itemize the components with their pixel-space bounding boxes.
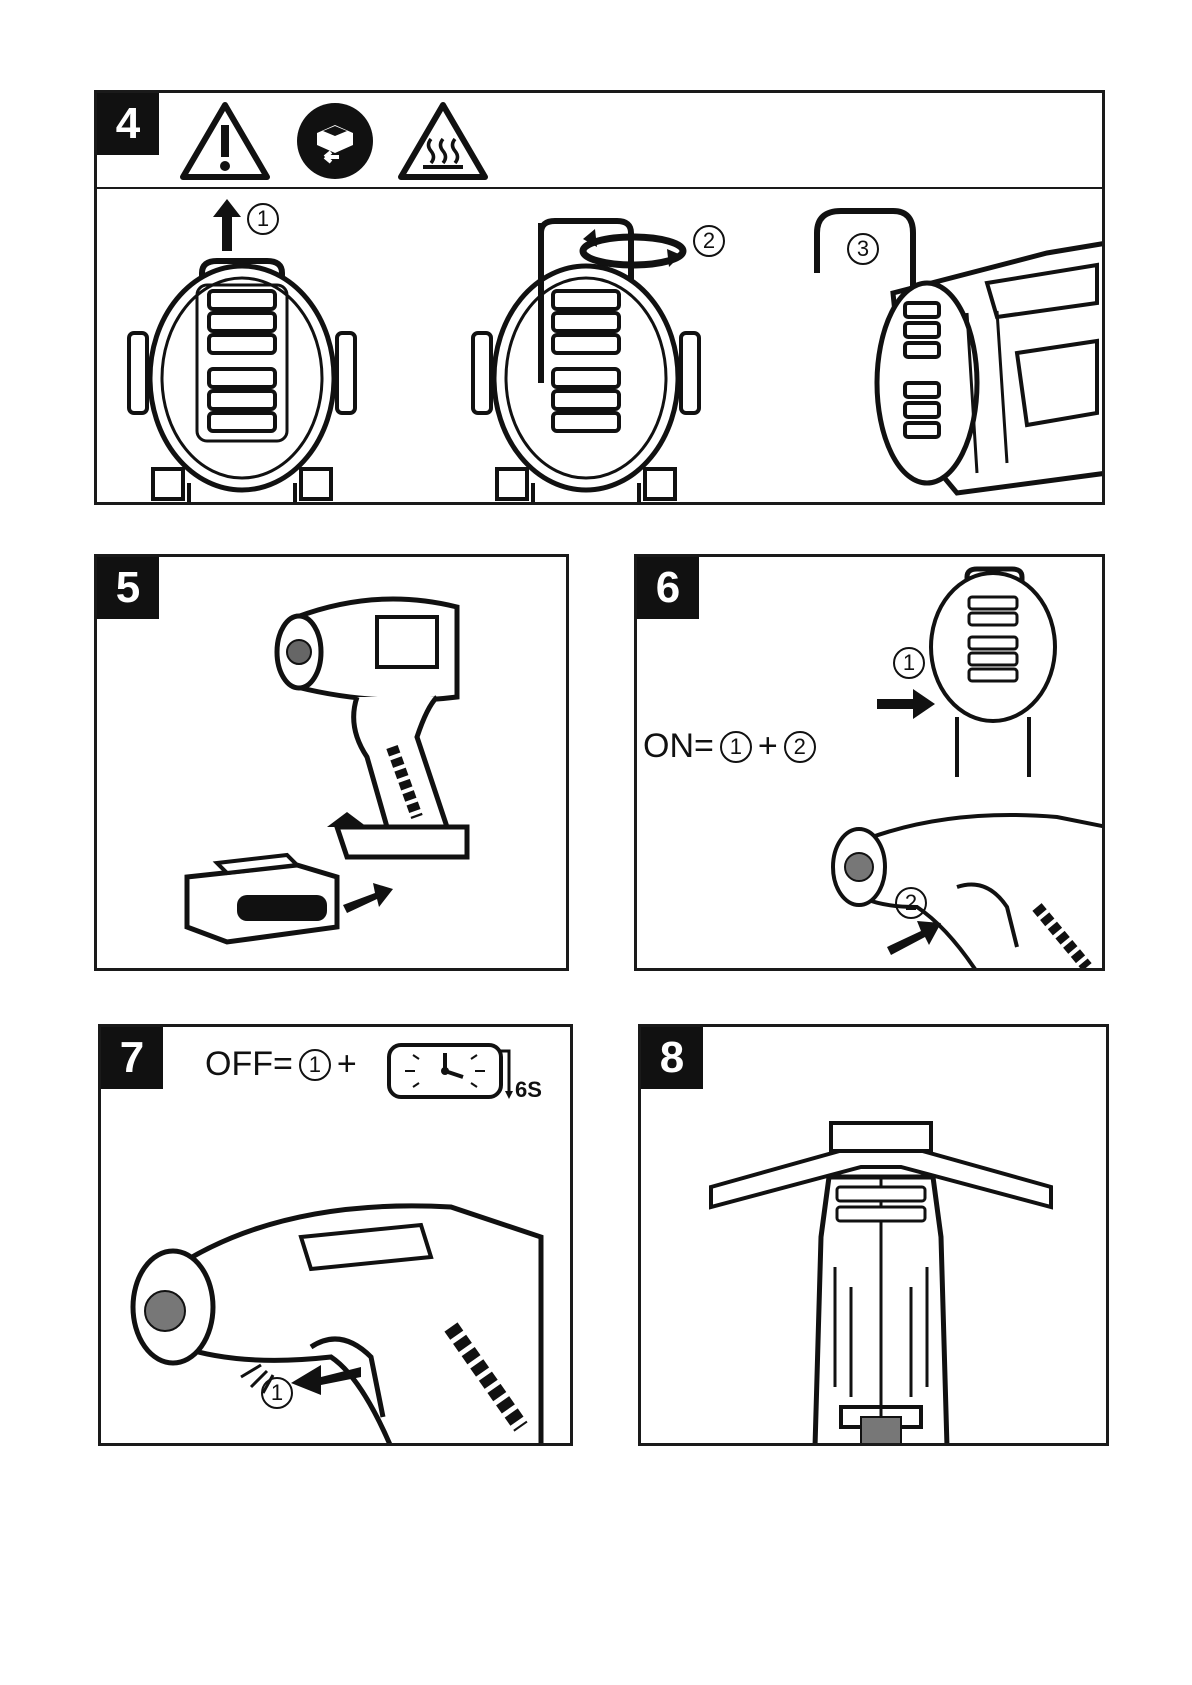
panel-number: 8 [641, 1027, 703, 1089]
step-marker-1: 1 [247, 203, 279, 235]
up-arrow-icon [213, 199, 241, 251]
panel-number: 6 [637, 557, 699, 619]
panel-5: 5 [94, 554, 569, 971]
heat-gun-front-view [917, 567, 1067, 777]
heat-gun-hook-hanging [797, 193, 1105, 503]
panel-number: 7 [101, 1027, 163, 1089]
heat-gun-front-view-hook-rotate [471, 203, 691, 503]
panel-7: 7 OFF= 1 + 6S 1 [98, 1024, 573, 1446]
clock-icon [385, 1037, 515, 1101]
off-formula: OFF= 1 + [205, 1045, 357, 1084]
panel-4: 4 1 [94, 90, 1105, 505]
panel-6: 6 ON= 1 + 2 1 2 [634, 554, 1105, 971]
step-marker-1: 1 [261, 1377, 293, 1409]
heat-gun-body [267, 587, 497, 877]
remove-battery-icon [295, 101, 375, 181]
heat-gun-trigger-closeup [121, 1177, 561, 1446]
trigger-arrow-icon [887, 917, 943, 957]
step-marker-2: 2 [895, 887, 927, 919]
battery-pack [177, 847, 347, 947]
step-marker-1: 1 [893, 647, 925, 679]
heat-gun-trigger-view [817, 787, 1105, 971]
warning-icon [179, 101, 271, 181]
insert-arrow-icon [343, 879, 393, 915]
step-marker-3: 3 [847, 233, 879, 265]
on-formula: ON= 1 + 2 [643, 727, 816, 766]
step-marker-1: 1 [299, 1049, 331, 1081]
header-divider [97, 187, 1102, 189]
release-arrow-icon [291, 1357, 361, 1397]
hot-surface-icon [397, 101, 489, 181]
panel-8: 8 [638, 1024, 1109, 1446]
step-marker-1: 1 [720, 731, 752, 763]
panel-number: 5 [97, 557, 159, 619]
lock-button-arrow-icon [877, 687, 937, 721]
duration-label: 6S [515, 1077, 542, 1103]
heat-gun-standing-upright [711, 1117, 1051, 1446]
step-marker-2: 2 [693, 225, 725, 257]
panel-number: 4 [97, 93, 159, 155]
step-marker-2: 2 [784, 731, 816, 763]
